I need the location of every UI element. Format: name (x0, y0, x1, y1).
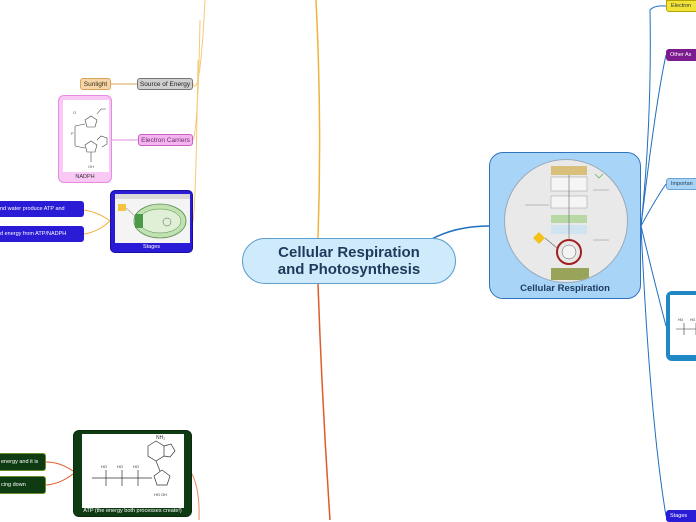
right-structure-image: HO HO (670, 295, 696, 355)
svg-text:HO: HO (133, 464, 139, 469)
nadph-label: NADPH (75, 174, 95, 180)
svg-text:O: O (73, 110, 76, 115)
nadph-structure-image: O P OH (63, 100, 109, 172)
svg-text:HO: HO (117, 464, 123, 469)
branch-line-top (315, 0, 321, 239)
stage-item-2[interactable]: d energy from ATP/NADPH (0, 226, 84, 242)
other-aspects-node[interactable]: Other As (666, 49, 696, 61)
stages-label-left: Stages (142, 244, 161, 250)
svg-text:P: P (71, 131, 74, 136)
stage-item-1[interactable]: nd water produce ATP and (0, 201, 84, 217)
sunlight-node[interactable]: Sunlight (80, 78, 111, 90)
respiration-label: Cellular Respiration (520, 283, 610, 294)
svg-text:HO: HO (690, 318, 696, 322)
respiration-diagram-image (504, 159, 628, 283)
svg-text:HO OH: HO OH (154, 492, 167, 497)
importance-node[interactable]: Importan (666, 178, 696, 190)
svg-text:HO: HO (678, 318, 684, 322)
atp-label: ATP (the energy both processes create!) (83, 508, 182, 514)
cellular-respiration-node[interactable]: Cellular Respiration (489, 152, 641, 299)
stages-node-right[interactable]: Stages (666, 510, 696, 522)
branch-line-bottom (317, 283, 331, 520)
nadph-node[interactable]: O P OH NADPH (58, 95, 112, 183)
svg-text:NH₂: NH₂ (156, 435, 165, 441)
atp-item-1[interactable]: energy and it is (0, 453, 46, 471)
central-title-line1: Cellular Respiration (278, 244, 420, 261)
branch-line-respiration (429, 225, 490, 241)
electron-carriers-node[interactable]: Electron Carriers (138, 134, 193, 146)
svg-text:HO: HO (101, 464, 107, 469)
atp-structure-image: NH₂ HO HO HO HO OH (82, 434, 184, 508)
svg-text:OH: OH (88, 164, 94, 169)
branch-line-left-upper (192, 0, 206, 87)
source-of-energy-node[interactable]: Source of Energy (137, 78, 193, 90)
stages-node-left[interactable]: Stages (110, 190, 193, 253)
atp-item-2[interactable]: cing down (0, 476, 46, 494)
electron-node-right[interactable]: Electron (666, 0, 696, 12)
central-topic[interactable]: Cellular Respiration and Photosynthesis (242, 238, 456, 284)
chloroplast-diagram-image (115, 194, 190, 243)
atp-node[interactable]: NH₂ HO HO HO HO OH ATP (the energy both … (73, 430, 192, 517)
right-image-node[interactable]: HO HO (666, 291, 696, 361)
central-title-line2: and Photosynthesis (277, 261, 421, 278)
